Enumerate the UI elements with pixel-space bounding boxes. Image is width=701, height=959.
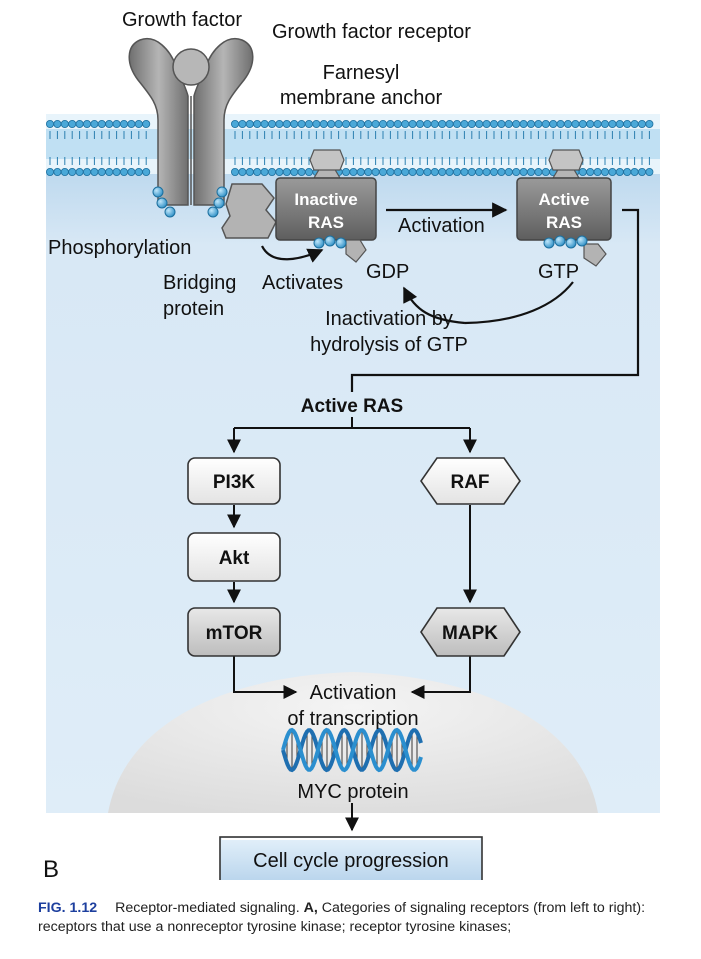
- figure-caption: FIG. 1.12 Receptor-mediated signaling. A…: [38, 899, 683, 937]
- upper-arrows: [261, 202, 640, 392]
- pi3k-node: PI3K: [187, 457, 281, 505]
- transcription-label-1: Activation: [310, 682, 397, 704]
- active-ras-label-1: Active: [538, 190, 589, 209]
- raf-node: RAF: [420, 457, 521, 505]
- akt-node: Akt: [187, 532, 281, 582]
- active-ras: [516, 149, 612, 267]
- growth-factor: [172, 48, 210, 86]
- mtor-label: mTOR: [206, 623, 263, 644]
- cell-cycle-progression-box: Cell cycle progression: [219, 836, 483, 880]
- active-ras-heading: Active RAS: [301, 396, 403, 417]
- gtp-label: GTP: [538, 261, 579, 283]
- farnesyl-label-1: Farnesyl: [323, 62, 400, 84]
- nucleus: [108, 672, 598, 813]
- growth-factor-receptor-label: Growth factor receptor: [272, 21, 471, 43]
- inactivation-label-1: Inactivation by: [325, 308, 453, 330]
- raf-label: RAF: [450, 472, 489, 493]
- mapk-label: MAPK: [442, 623, 498, 644]
- active-ras-label-2: RAS: [546, 213, 582, 232]
- bridging-protein: [221, 183, 277, 239]
- phosphorylation-label: Phosphorylation: [48, 237, 191, 259]
- cell-cycle-progression-label: Cell cycle progression: [253, 850, 449, 872]
- activation-label: Activation: [398, 215, 485, 237]
- growth-factor-label: Growth factor: [122, 9, 242, 31]
- pi3k-label: PI3K: [213, 472, 256, 493]
- transcription-label-2: of transcription: [287, 708, 418, 730]
- ras-signaling-diagram: Inactive RAS Active RAS PI3K: [46, 9, 660, 880]
- cell-membrane: [46, 114, 660, 176]
- inactive-ras-label-2: RAS: [308, 213, 344, 232]
- activates-label: Activates: [262, 272, 343, 294]
- inactivation-label-2: hydrolysis of GTP: [310, 334, 468, 356]
- gdp-label: GDP: [366, 261, 409, 283]
- mapk-node: MAPK: [420, 607, 521, 657]
- mtor-node: mTOR: [187, 607, 281, 657]
- inactive-ras: [275, 149, 377, 263]
- caption-text-2: Categories of signaling receptors (from …: [38, 900, 646, 935]
- dna-helix-icon: [281, 727, 423, 773]
- bridging-protein-label-1: Bridging: [163, 272, 236, 294]
- akt-label: Akt: [219, 548, 250, 569]
- panel-letter: B: [43, 856, 60, 883]
- pathway-arrows: [227, 417, 477, 832]
- caption-bold-a: A,: [303, 900, 318, 916]
- receptor-phosphates: [152, 186, 228, 218]
- figure-number: FIG. 1.12: [38, 900, 98, 916]
- myc-protein-label: MYC protein: [297, 781, 408, 803]
- growth-factor-receptor: [128, 37, 254, 206]
- bridging-protein-label-2: protein: [163, 298, 224, 320]
- inactive-ras-label-1: Inactive: [294, 190, 357, 209]
- farnesyl-label-2: membrane anchor: [280, 87, 443, 109]
- caption-text-1: Receptor-mediated signaling.: [115, 900, 300, 916]
